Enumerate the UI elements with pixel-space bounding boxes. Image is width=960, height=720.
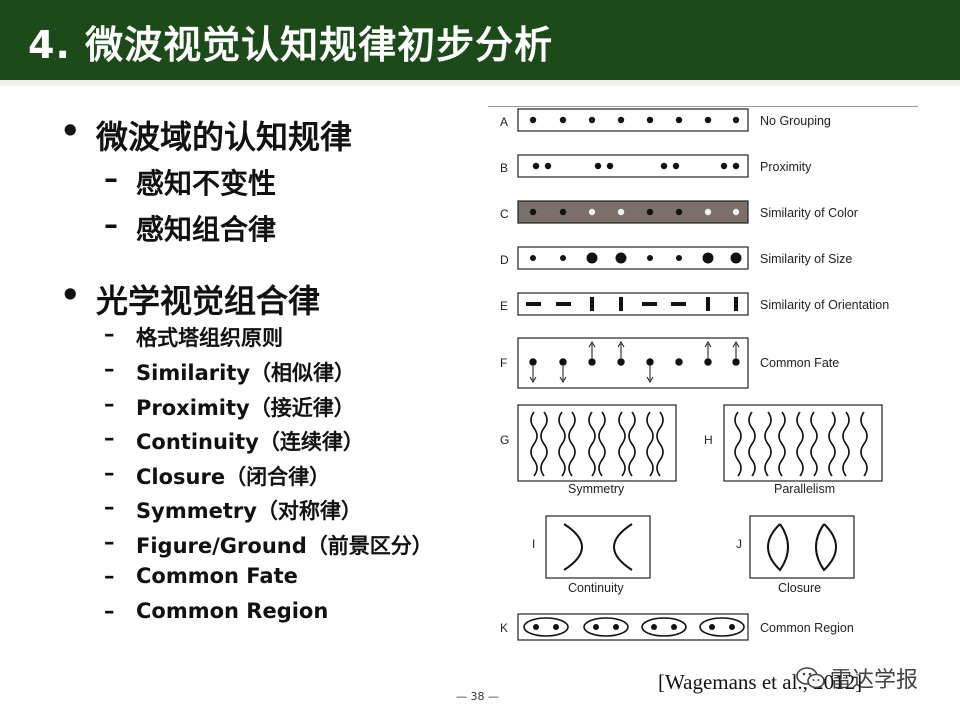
row-letter: C [500, 207, 509, 221]
sub-item-label: Closure（闭合律） [136, 465, 331, 489]
sub-item-label: Similarity（相似律） [136, 361, 356, 385]
row-label: Similarity of Size [760, 252, 852, 266]
dash-icon: – [104, 392, 115, 416]
row-g: G Symmetry [500, 404, 677, 496]
sub-item-label: Common Region [136, 599, 329, 623]
row-box [517, 108, 749, 132]
sub-item-label: Figure/Ground（前景区分） [136, 534, 433, 558]
gestalt-figure: A No Grouping B Proximity C [488, 100, 920, 660]
dash-icon: – [104, 599, 115, 623]
row-letter: D [500, 253, 509, 267]
row-letter: B [500, 161, 508, 175]
row-b: B Proximity [500, 154, 812, 178]
bullet-label: 微波域的认知规律 [96, 118, 353, 156]
row-label: Parallelism [774, 482, 835, 496]
dash-icon: – [104, 357, 115, 381]
row-label: Common Fate [760, 356, 839, 370]
row-label: No Grouping [760, 114, 831, 128]
row-d: D Similarity of Size [500, 246, 852, 270]
row-label: Similarity of Color [760, 206, 858, 220]
row-letter: H [704, 433, 713, 447]
row-letter: J [736, 537, 742, 551]
row-box [517, 292, 749, 316]
row-c: C Similarity of Color [500, 200, 858, 224]
page-number: — 38 — [456, 690, 499, 703]
dash-icon: – [104, 564, 115, 588]
row-letter: K [500, 621, 508, 635]
dash-icon: – [104, 495, 115, 519]
sub-item-label: Symmetry（对称律） [136, 499, 362, 523]
row-box [517, 200, 749, 224]
row-letter: G [500, 433, 509, 447]
row-label: Symmetry [568, 482, 625, 496]
sub-item-label: 格式塔组织原则 [136, 326, 283, 350]
row-letter: A [500, 115, 508, 129]
bullet-icon: • [60, 276, 81, 314]
sub-item-label: 感知组合律 [136, 213, 277, 246]
row-i: I Continuity [532, 515, 651, 595]
sub-item-label: Proximity（接近律） [136, 396, 355, 420]
row-f: F Common Fate [500, 337, 839, 389]
row-letter: E [500, 299, 508, 313]
dash-icon: – [104, 426, 115, 450]
dash-icon: – [104, 162, 118, 195]
row-h: H Parallelism [704, 404, 883, 496]
row-box [545, 515, 651, 579]
wechat-icon [796, 667, 825, 689]
bullet-icon: • [60, 112, 81, 150]
row-letter: I [532, 537, 535, 551]
bullet-label: 光学视觉组合律 [96, 282, 321, 320]
row-a: A No Grouping [500, 108, 831, 132]
dash-icon: – [104, 530, 115, 554]
row-e: E Similarity of Orientation [500, 292, 889, 316]
dash-icon: – [104, 461, 115, 485]
title-bar: 4. 微波视觉认知规律初步分析 [0, 0, 960, 80]
row-label: Continuity [568, 581, 624, 595]
row-j: J Closure [736, 515, 855, 595]
dash-icon: – [104, 208, 118, 241]
dash-icon: – [104, 322, 115, 346]
gestalt-diagram: A No Grouping B Proximity C [500, 108, 889, 641]
row-label: Similarity of Orientation [760, 298, 889, 312]
figure-top-rule [488, 106, 918, 107]
row-k: K Common Region [500, 613, 854, 641]
row-letter: F [500, 356, 507, 370]
row-box [517, 246, 749, 270]
row-label: Proximity [760, 160, 812, 174]
bullet-list: • 微波域的认知规律 – 感知不变性 – 感知组合律 • 光学视觉组合律 – 格… [0, 0, 470, 720]
slide-title: 4. 微波视觉认知规律初步分析 [28, 23, 554, 67]
row-box [749, 515, 855, 579]
sub-item-label: 感知不变性 [136, 167, 277, 200]
watermark: 雷达学报 [796, 664, 919, 693]
row-box [517, 337, 749, 389]
watermark-text: 雷达学报 [830, 668, 919, 693]
row-label: Common Region [760, 621, 854, 635]
row-label: Closure [778, 581, 821, 595]
citation: [Wagemans et al., 2012] [658, 670, 863, 694]
sub-item-label: Common Fate [136, 564, 298, 588]
sub-item-label: Continuity（连续律） [136, 430, 364, 454]
row-box [517, 154, 749, 178]
row-box [517, 404, 677, 482]
title-divider [0, 80, 960, 86]
